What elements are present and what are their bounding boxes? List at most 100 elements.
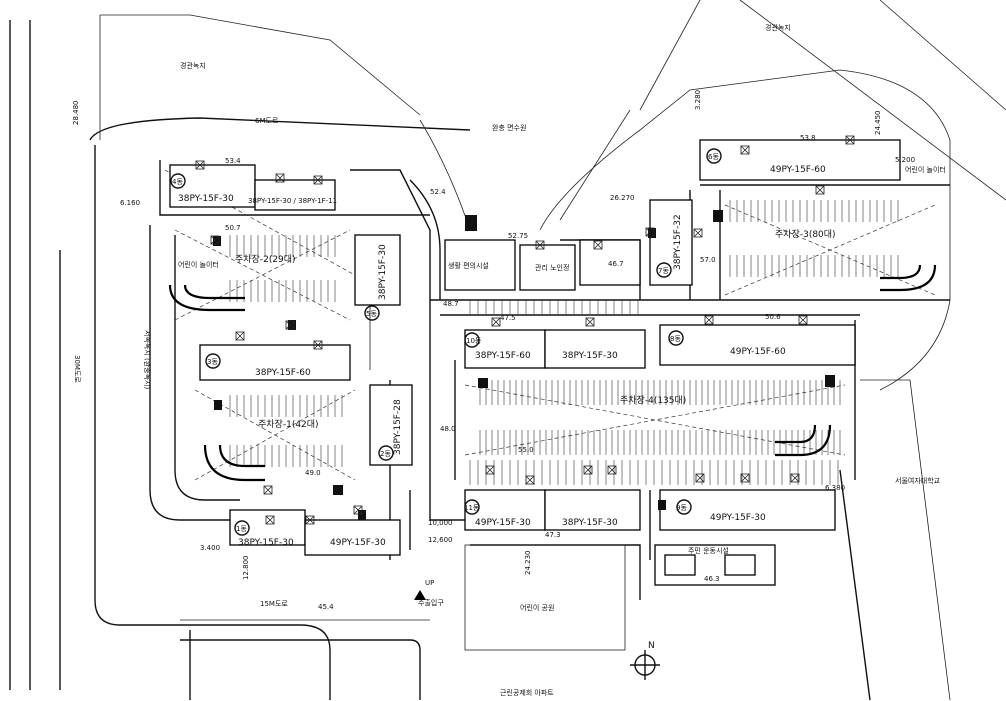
dimension: 6.160 [120,199,140,207]
building-no: 6동 [708,153,719,161]
road-15m: 15M도로 [260,600,288,608]
elevation: 52.4 [430,188,446,196]
elevation: 46.3 [704,575,720,583]
dimension: 10,000 [428,519,453,527]
dimension: 5.200 [895,156,915,164]
building-8 [659,324,856,366]
ramps [168,264,937,482]
dimension: 28.480 [72,101,80,126]
elevation: 53.8 [800,134,816,142]
buildings [169,139,901,651]
elevation: 50.7 [225,224,241,232]
building-6 [699,139,901,181]
dimension: 12.800 [242,556,250,581]
elevation: 46.7 [608,260,624,268]
community-court-1 [664,554,696,576]
dimension: 26.270 [610,194,635,202]
elevation: 52.75 [508,232,528,240]
markers [213,210,835,520]
community-label: 주민 운동시설 [688,546,729,555]
community-court-2 [724,554,756,576]
playground-left: 어린이 놀이터 [178,260,219,269]
dimension: 3.280 [694,90,702,110]
building-no: 5동 [366,310,377,318]
dimension-labels: 28.480 6.160 5.200 26.270 3.280 24.450 1… [72,90,915,580]
elevation: 50.6 [765,313,781,321]
bottom-apartment: 근린공제회 아파트 [500,688,554,697]
elevation: 53.4 [225,157,241,165]
building-no: 11동 [464,504,480,512]
building-11-b [544,489,641,531]
building-5-b [254,179,336,211]
entrance-label: 주출입구 [418,598,444,607]
building-labels: 4동 38PY-15F-30 38PY-15F-30 / 38PY-1F-11 … [170,148,826,548]
unit-marks [195,135,855,525]
building-type-label: 49PY-15F-30 [330,538,386,548]
green-right: 경관녹지 [765,23,791,32]
dimension: 12,600 [428,536,453,544]
parking-labels: 주차장-1(42대) 주차장-2(29대) 주차장-3(80대) 주차장-4(1… [235,228,836,430]
playground-right: 어린이 놀이터 [905,165,946,174]
building-type-label: 38PY-15F-32 [673,214,683,270]
building-3 [199,344,351,381]
building-type-label: 38PY-15F-30 / 38PY-1F-11 [248,197,337,205]
dimension: 3.400 [200,544,220,552]
senior-center [519,244,576,291]
elevation: 48.0 [440,425,456,433]
building-type-label: 49PY-15F-60 [770,165,826,175]
building-type-label: 38PY-15F-60 [475,351,531,361]
parking-label: 주차장-4(135대) [620,394,686,406]
building-no: 4동 [172,178,183,186]
site-labels: 경관녹지 경관녹지 완충 면수원 6M도로 30M도로 15M도로 서쪽녹지 (… [73,23,946,697]
building-4 [354,234,401,306]
building-no: 9동 [676,504,687,512]
kids-park [464,544,626,651]
building-no: 2동 [380,450,391,458]
dimension: 6.380 [825,484,845,492]
building-no: 1동 [236,525,247,533]
parking-label: 주차장-2(29대) [235,253,296,265]
building-type-label: 38PY-15F-30 [562,518,618,528]
elevation: 57.0 [700,256,716,264]
building-no: 3동 [207,358,218,366]
building-type-label: 38PY-15F-60 [255,368,311,378]
dimension: 24.450 [874,111,882,136]
up-label: UP [425,579,434,587]
park-top: 완충 면수원 [492,123,526,132]
left-green: 서쪽녹지 (완충녹지) [143,330,152,389]
building-type-label: 49PY-15F-60 [730,347,786,357]
elevation: 47.5 [500,314,516,322]
dimension: 24.230 [524,551,532,576]
elevation: 45.4 [318,603,334,611]
elevation: 49.0 [305,469,321,477]
building-type-label: 38PY-15F-30 [562,351,618,361]
welfare-label: 생활 편의시설 [448,261,489,270]
elevation: 48.7 [443,300,459,308]
building-no: 7동 [658,267,669,275]
north-arrow-icon: N [630,641,660,680]
road-6m: 6M도로 [255,117,279,125]
management-office [579,239,641,286]
welfare-facility [444,239,516,291]
elevation: 55.0 [518,446,534,454]
parking-label: 주차장-1(42대) [258,418,319,430]
building-2 [369,384,413,466]
entrance-arrow-icon [414,590,426,600]
building-9-b [544,329,646,369]
parking-label: 주차장-3(80대) [775,228,836,240]
building-type-label: 49PY-15F-30 [710,513,766,523]
senior-label: 관리 노인정 [535,263,569,272]
building-10 [659,489,836,531]
school: 서울여자대학교 [895,476,941,485]
north-label: N [648,641,655,651]
road-30m: 30M도로 [73,355,81,383]
building-type-label: 38PY-15F-30 [178,194,234,204]
building-type-label: 38PY-15F-28 [393,399,403,455]
building-type-label: 38PY-15F-30 [238,538,294,548]
building-type-label: 49PY-15F-30 [475,518,531,528]
building-no: 10동 [466,337,482,345]
elevation-labels: 53.4 50.7 48.7 52.4 52.75 48.0 46.7 47.3… [225,134,816,611]
green-left: 경관녹지 [180,61,206,70]
building-no: 8동 [670,335,681,343]
